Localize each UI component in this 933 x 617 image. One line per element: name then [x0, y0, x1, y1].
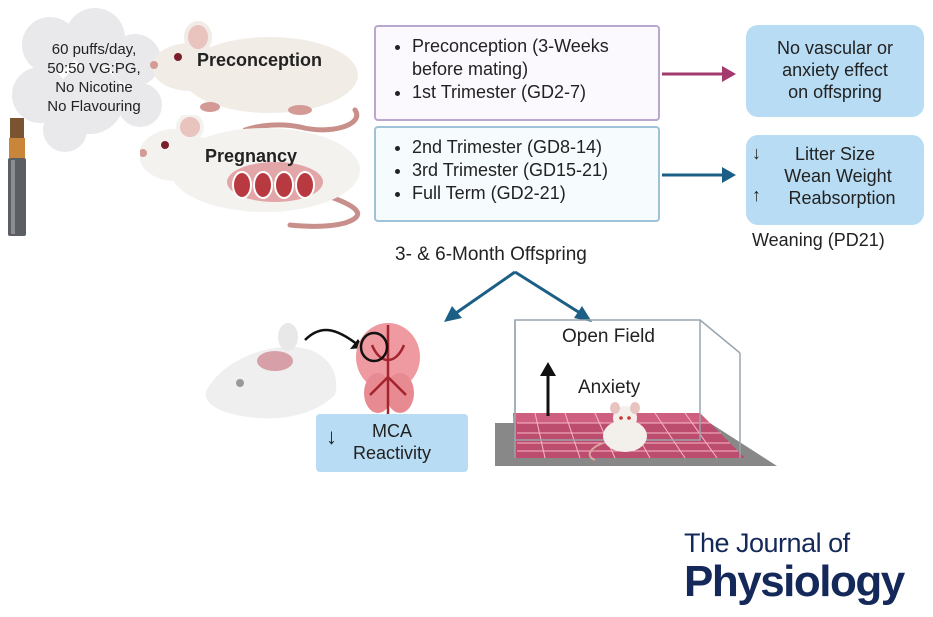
journal-logo-line1: The Journal of	[684, 528, 850, 558]
preconception-rat-illustration	[150, 21, 360, 133]
open-field-title: Open Field	[562, 326, 655, 347]
up-arrow-icon	[540, 362, 556, 416]
pregnancy-rat-illustration	[140, 115, 361, 229]
timing-item: 1st Trimester (GD2-7)	[412, 81, 648, 104]
litter-result: ↓Litter Size Wean Weight ↑Reabsorption	[746, 135, 924, 225]
no-effect-result: No vascular or anxiety effect on offspri…	[746, 25, 924, 117]
offspring-label: 3- & 6-Month Offspring	[395, 244, 587, 265]
e-cigarette-illustration	[8, 8, 162, 236]
exposure-line: 50:50 VG:PG,	[47, 60, 141, 77]
down-arrow-icon: ↓	[752, 143, 761, 163]
result-line: anxiety effect	[782, 60, 888, 80]
anxiety-label: Anxiety	[578, 377, 641, 398]
timing-item: Full Term (GD2-21)	[412, 182, 648, 205]
journal-logo-line2: Physiology	[684, 557, 905, 606]
mca-result: MCA Reactivity ↓	[316, 414, 468, 472]
pregnancy-timing-box: 2nd Trimester (GD8-14) 3rd Trimester (GD…	[374, 126, 660, 222]
journal-logo: The Journal of Physiology	[684, 528, 924, 606]
mouse-icon	[588, 402, 647, 461]
timing-item: 2nd Trimester (GD8-14)	[412, 136, 648, 159]
pregnancy-label: Pregnancy	[205, 146, 298, 166]
e-cigarette-icon	[8, 118, 26, 236]
mca-line: MCA	[372, 421, 412, 441]
down-arrow-icon: ↓	[326, 424, 337, 449]
litter-item: ↓Litter Size	[752, 143, 876, 164]
preconception-label: Preconception	[197, 50, 323, 70]
result-line: on offspring	[788, 82, 882, 102]
exposure-line: 60 puffs/day,	[51, 41, 137, 58]
offspring-brain-illustration	[205, 323, 420, 419]
exposure-line: No Nicotine	[55, 79, 133, 96]
exposure-parameters: 60 puffs/day, 50:50 VG:PG, No Nicotine N…	[24, 40, 164, 116]
pregnancy-arrow	[662, 167, 736, 183]
litter-item: ↑Reabsorption	[752, 185, 896, 208]
brain-icon	[356, 323, 420, 415]
up-arrow-icon: ↑	[752, 185, 761, 205]
weaning-caption: Weaning (PD21)	[752, 230, 885, 250]
litter-item: Wean Weight	[784, 166, 892, 186]
vapor-cloud	[12, 8, 162, 152]
timing-item: 3rd Trimester (GD15-21)	[412, 159, 648, 182]
open-field-illustration	[495, 319, 777, 466]
result-line: No vascular or	[776, 38, 894, 58]
exposure-line: No Flavouring	[47, 98, 141, 115]
mca-line: Reactivity	[352, 443, 432, 463]
preconception-arrow	[662, 66, 736, 82]
offspring-split-arrows	[444, 270, 592, 322]
